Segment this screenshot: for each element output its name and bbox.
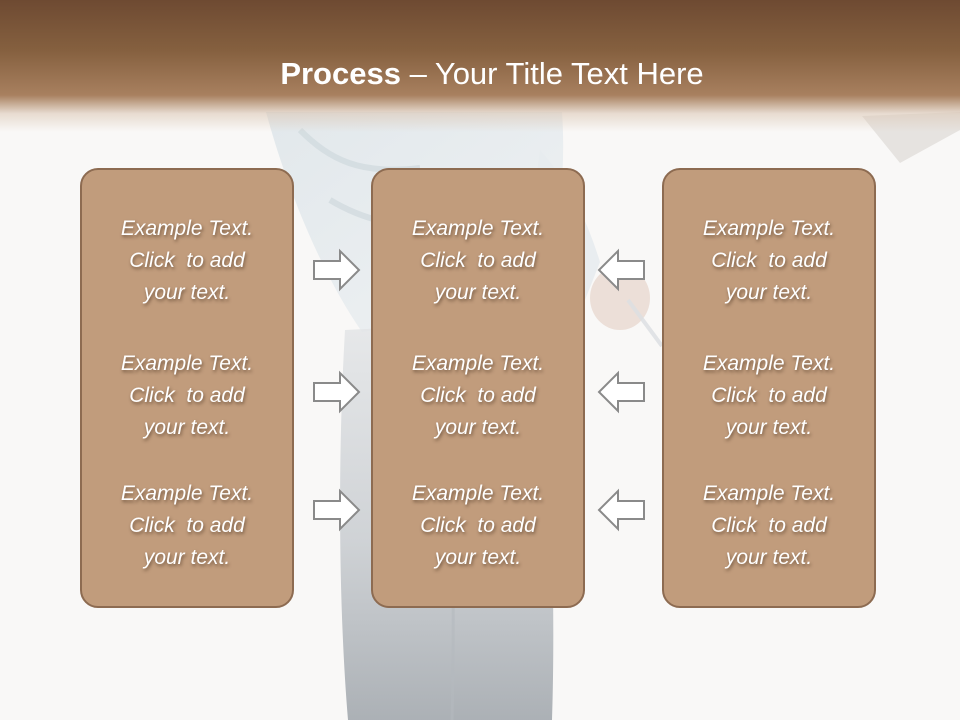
text-placeholder-center-1[interactable]: Example Text. Click to add your text.: [411, 217, 545, 304]
slide-title[interactable]: Process – Your Title Text Here: [0, 54, 960, 94]
right-arrow-icon: [313, 370, 361, 414]
text-placeholder-right-1[interactable]: Example Text. Click to add your text.: [702, 217, 836, 304]
process-box-right: Example Text. Click to add your text. Ex…: [662, 168, 876, 608]
text-placeholder-center-2[interactable]: Example Text. Click to add your text.: [411, 352, 545, 439]
title-rest: – Your Title Text Here: [400, 56, 704, 91]
right-arrow-shape: [313, 370, 361, 414]
process-box-left: Example Text. Click to add your text. Ex…: [80, 168, 294, 608]
right-arrow-shape: [313, 248, 361, 292]
left-arrow-shape: [597, 370, 645, 414]
text-placeholder-center-3[interactable]: Example Text. Click to add your text.: [411, 482, 545, 569]
text-placeholder-left-1[interactable]: Example Text. Click to add your text.: [120, 217, 254, 304]
right-arrow-icon: [313, 248, 361, 292]
text-placeholder-right-2[interactable]: Example Text. Click to add your text.: [702, 352, 836, 439]
left-arrow-shape: [597, 488, 645, 532]
title-bold-word: Process: [280, 56, 401, 91]
left-arrow-icon: [597, 488, 645, 532]
background-hand: [590, 266, 650, 330]
left-arrow-icon: [597, 248, 645, 292]
right-arrow-icon: [313, 488, 361, 532]
process-box-center: Example Text. Click to add your text. Ex…: [371, 168, 585, 608]
left-arrow-icon: [597, 370, 645, 414]
left-arrow-shape: [597, 248, 645, 292]
title-bar: Process – Your Title Text Here: [0, 0, 960, 132]
background-strap: [626, 298, 664, 348]
text-placeholder-right-3[interactable]: Example Text. Click to add your text.: [702, 482, 836, 569]
text-placeholder-left-3[interactable]: Example Text. Click to add your text.: [120, 482, 254, 569]
text-placeholder-left-2[interactable]: Example Text. Click to add your text.: [120, 352, 254, 439]
right-arrow-shape: [313, 488, 361, 532]
